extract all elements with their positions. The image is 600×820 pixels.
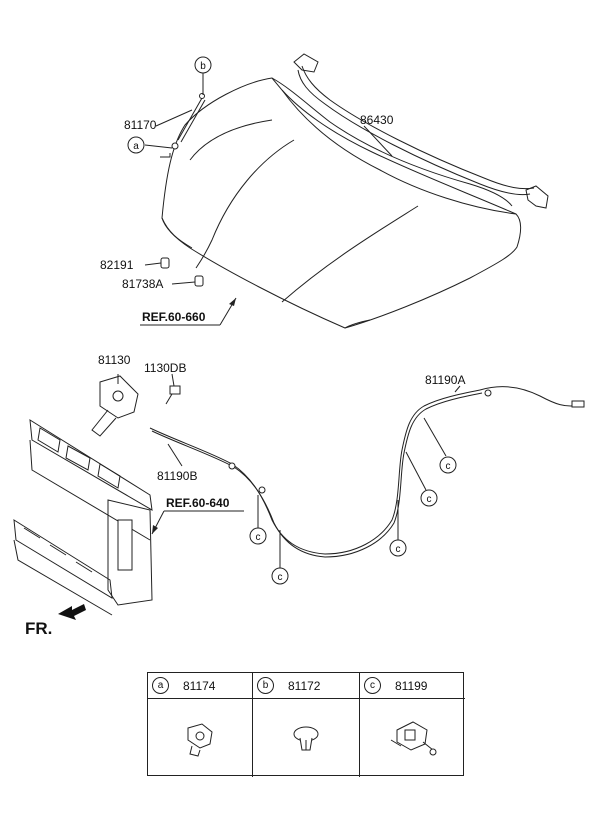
callout-c-3: c	[389, 500, 407, 557]
callout-a: a	[127, 136, 145, 154]
hood-stay	[160, 93, 206, 158]
legend-cell-a	[148, 699, 253, 777]
callout-b: b	[194, 56, 212, 74]
svg-text:c: c	[446, 461, 451, 472]
legend-part-b: 81172	[288, 678, 321, 693]
latch-part-number: 81130	[98, 353, 131, 367]
panel-ref-label: REF.60-640	[166, 496, 230, 510]
parts-diagram: 86430 81170 82191 81738A a b REF.60-660 …	[13, 53, 585, 638]
rear-cable-part-number: 81190A	[425, 373, 465, 387]
svg-text:a: a	[133, 141, 139, 152]
legend-letter-b: b	[257, 677, 274, 694]
bumper-a-part-number: 82191	[100, 258, 134, 272]
legend-letter-a: a	[152, 677, 169, 694]
callout-c-4: c	[405, 451, 438, 507]
release-cable	[149, 386, 585, 558]
callout-c-1: c	[249, 495, 267, 545]
svg-text:c: c	[278, 572, 283, 583]
legend-header-a: a 81174	[148, 673, 253, 699]
clip-b-icon	[293, 726, 319, 751]
hood-ref-label: REF.60-660	[142, 310, 206, 324]
legend-cell-c	[360, 699, 465, 777]
legend-header-c: c 81199	[360, 673, 465, 699]
legend-cell-b	[253, 699, 360, 777]
front-cable-part-number: 81190B	[157, 469, 197, 483]
hood-bumpers	[160, 257, 204, 287]
svg-text:c: c	[256, 532, 261, 543]
hood-latch	[91, 375, 139, 437]
parts-legend-table: a 81174 b 81172 c 81199	[147, 672, 465, 777]
svg-text:b: b	[200, 61, 206, 72]
hood-stay-part-number: 81170	[124, 118, 157, 132]
legend-part-a: 81174	[183, 678, 216, 693]
hood-part-number: 86430	[360, 113, 394, 127]
legend-header-b: b 81172	[253, 673, 360, 699]
svg-text:c: c	[396, 544, 401, 555]
bumper-b-part-number: 81738A	[122, 277, 163, 291]
clip-c-icon	[390, 721, 436, 756]
svg-text:c: c	[427, 494, 432, 505]
front-panel	[13, 419, 153, 616]
front-direction-label: FR.	[25, 619, 52, 638]
front-direction-arrow: FR.	[25, 604, 86, 638]
legend-part-c: 81199	[395, 678, 428, 693]
bolt-part-number: 1130DB	[144, 361, 186, 375]
callout-c-2: c	[271, 530, 289, 585]
hood-panel	[161, 53, 549, 329]
latch-bolt	[165, 385, 181, 405]
clip-a-icon	[187, 723, 213, 757]
callout-c-5: c	[423, 417, 457, 474]
legend-letter-c: c	[364, 677, 381, 694]
